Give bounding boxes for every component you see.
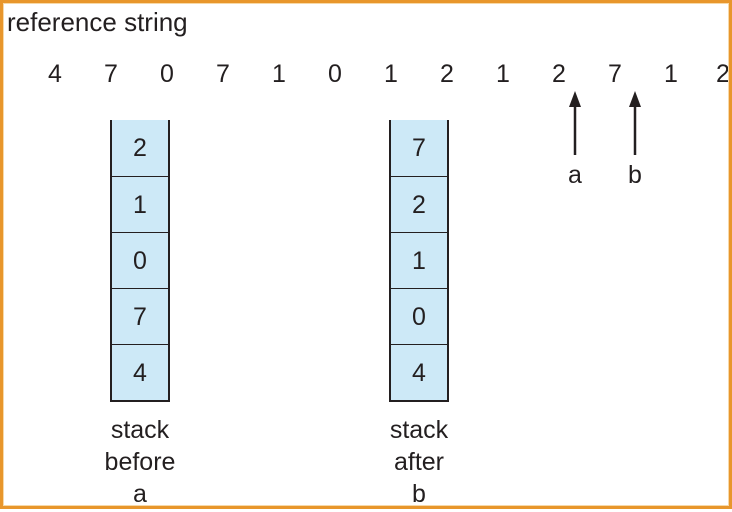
ref-value: 2 — [552, 60, 566, 88]
ref-value: 1 — [496, 60, 510, 88]
ref-value: 0 — [328, 60, 342, 88]
ref-value: 7 — [104, 60, 118, 88]
stack-cell: 2 — [112, 120, 168, 176]
ref-value: 0 — [160, 60, 174, 88]
ref-value: 1 — [384, 60, 398, 88]
arrow-a-icon — [569, 91, 581, 155]
stack-before-a: 2 1 0 7 4 — [110, 120, 170, 402]
arrow-b-icon — [629, 91, 641, 155]
caption-line: a — [133, 480, 147, 508]
ref-value: 2 — [716, 60, 730, 88]
ref-value: 1 — [664, 60, 678, 88]
stack-cell: 4 — [391, 344, 447, 400]
stack-cell: 2 — [391, 176, 447, 232]
ref-value: 4 — [48, 60, 62, 88]
ref-value: 1 — [272, 60, 286, 88]
caption-stack-before-a: stack before a — [80, 414, 200, 510]
stack-cell: 0 — [112, 232, 168, 288]
stack-cell: 4 — [112, 344, 168, 400]
stack-cell: 7 — [112, 288, 168, 344]
stack-cell: 7 — [391, 120, 447, 176]
caption-line: before — [104, 448, 176, 476]
marker-label-b: b — [628, 161, 642, 189]
stack-cell: 1 — [391, 232, 447, 288]
ref-value: 7 — [608, 60, 622, 88]
ref-value: 2 — [440, 60, 454, 88]
reference-string-title: reference string — [7, 7, 188, 37]
stack-cell: 0 — [391, 288, 447, 344]
caption-line: b — [412, 480, 426, 508]
caption-line: after — [393, 448, 445, 476]
stack-after-b: 7 2 1 0 4 — [389, 120, 449, 402]
ref-value: 7 — [216, 60, 230, 88]
marker-label-a: a — [568, 161, 582, 189]
caption-stack-after-b: stack after b — [359, 414, 479, 510]
caption-line: stack — [110, 416, 170, 444]
stack-cell: 1 — [112, 176, 168, 232]
caption-line: stack — [389, 416, 449, 444]
